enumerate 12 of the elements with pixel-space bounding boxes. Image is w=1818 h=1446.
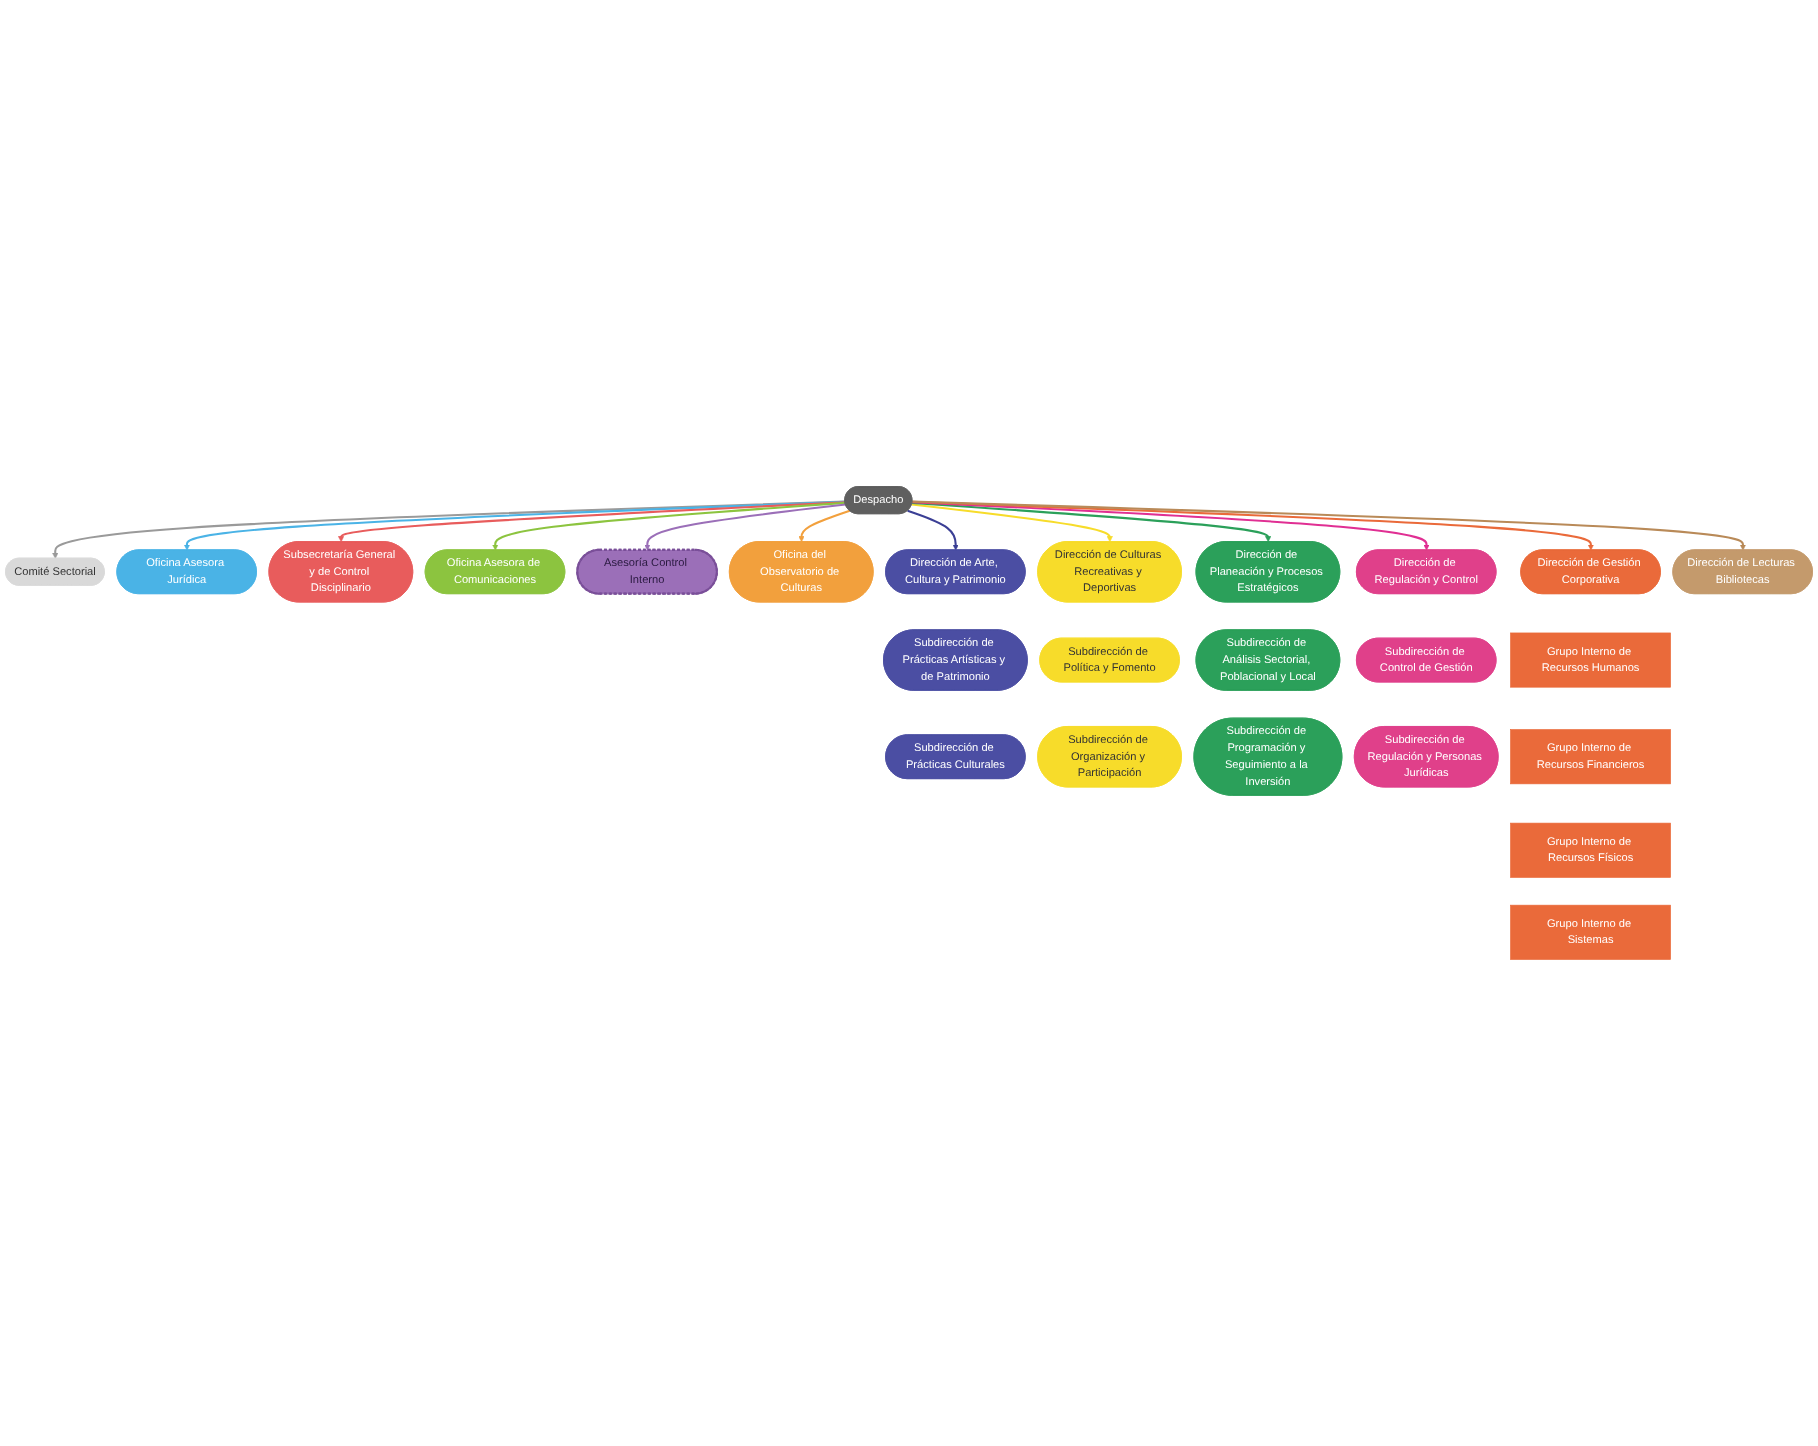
arrow bbox=[912, 501, 1272, 543]
arrow bbox=[52, 500, 846, 559]
arrow bbox=[912, 500, 1746, 551]
arrow bbox=[912, 501, 1430, 551]
arrow bbox=[907, 509, 959, 551]
arrow bbox=[183, 500, 846, 551]
arrow bbox=[798, 509, 851, 543]
arrow bbox=[338, 501, 846, 543]
arrow bbox=[644, 503, 846, 551]
arrow bbox=[911, 503, 1113, 543]
arrow bbox=[492, 501, 846, 551]
arrow bbox=[912, 500, 1594, 551]
